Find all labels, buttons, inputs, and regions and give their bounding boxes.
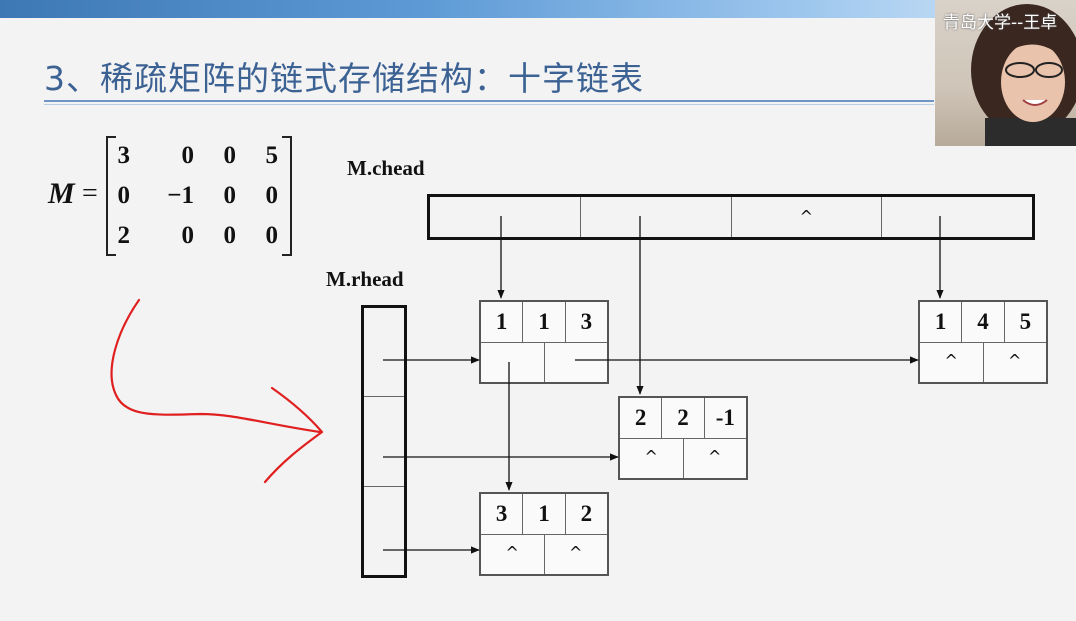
chead-array: ^ — [427, 194, 1035, 240]
node-value: 2 — [580, 501, 593, 526]
rhead-label: M.rhead — [326, 267, 404, 291]
node-row: 3 — [481, 494, 524, 534]
matrix-cell: 3 — [117, 142, 131, 169]
node-down-pointer: ^ — [620, 439, 684, 478]
node-col: 2 — [662, 398, 705, 438]
node-down-pointer — [481, 343, 545, 382]
matrix-cell: 0 — [181, 142, 195, 169]
chead-cell — [581, 197, 732, 237]
title-underline-thin — [44, 104, 934, 105]
matrix-cell: 0 — [181, 222, 195, 249]
node-row: 1 — [920, 302, 963, 342]
matrix-cell: 0 — [223, 222, 237, 249]
node-right-pointer: ^ — [1008, 351, 1022, 370]
matrix-cell: 0 — [117, 182, 131, 209]
rhead-cell — [364, 397, 404, 487]
node-1-1: 1 1 3 — [479, 300, 609, 384]
matrix-equals: = — [82, 178, 98, 209]
matrix-cell: 0 — [265, 222, 279, 249]
node-3-1: 3 1 2 ^ ^ — [479, 492, 609, 576]
matrix-cell: 2 — [117, 222, 131, 249]
node-value: 5 — [1019, 309, 1032, 334]
matrix-cell: 5 — [265, 142, 279, 169]
node-row: 1 — [481, 302, 524, 342]
matrix-cell: −1 — [167, 182, 194, 209]
node-col: 1 — [523, 302, 566, 342]
node-row: 2 — [620, 398, 663, 438]
node-2-2: 2 2 -1 ^ ^ — [618, 396, 748, 480]
matrix-cell: 0 — [223, 182, 237, 209]
slide-title: 3、稀疏矩阵的链式存储结构：十字链表 — [44, 59, 644, 98]
node-down-pointer: ^ — [481, 535, 545, 574]
webcam-caption: 青岛大学--王卓 — [943, 13, 1058, 33]
chead-cell — [430, 197, 581, 237]
matrix-cell: 0 — [265, 182, 279, 209]
rhead-cell — [364, 308, 404, 398]
node-1-4: 1 4 5 ^ ^ — [918, 300, 1048, 384]
node-value: -1 — [715, 405, 735, 430]
matrix-label: M — [48, 177, 75, 210]
chead-label: M.chead — [347, 156, 425, 180]
title-underline — [44, 100, 934, 102]
presenter-video — [971, 4, 1076, 146]
chead-cell: ^ — [732, 197, 883, 237]
matrix-cell: 0 — [223, 142, 237, 169]
node-right-pointer: ^ — [708, 447, 722, 466]
node-right-pointer: ^ — [569, 543, 583, 562]
node-down-pointer: ^ — [920, 343, 984, 382]
webcam-overlay: 青岛大学--王卓 — [935, 0, 1076, 146]
top-band — [0, 0, 1076, 18]
node-col: 1 — [523, 494, 566, 534]
rhead-array — [361, 305, 407, 578]
node-col: 4 — [962, 302, 1005, 342]
node-value: 3 — [580, 309, 593, 334]
matrix: 3 0 0 5 0 −1 0 0 2 0 0 0 — [106, 136, 292, 256]
red-annotation-arrow — [110, 298, 324, 484]
